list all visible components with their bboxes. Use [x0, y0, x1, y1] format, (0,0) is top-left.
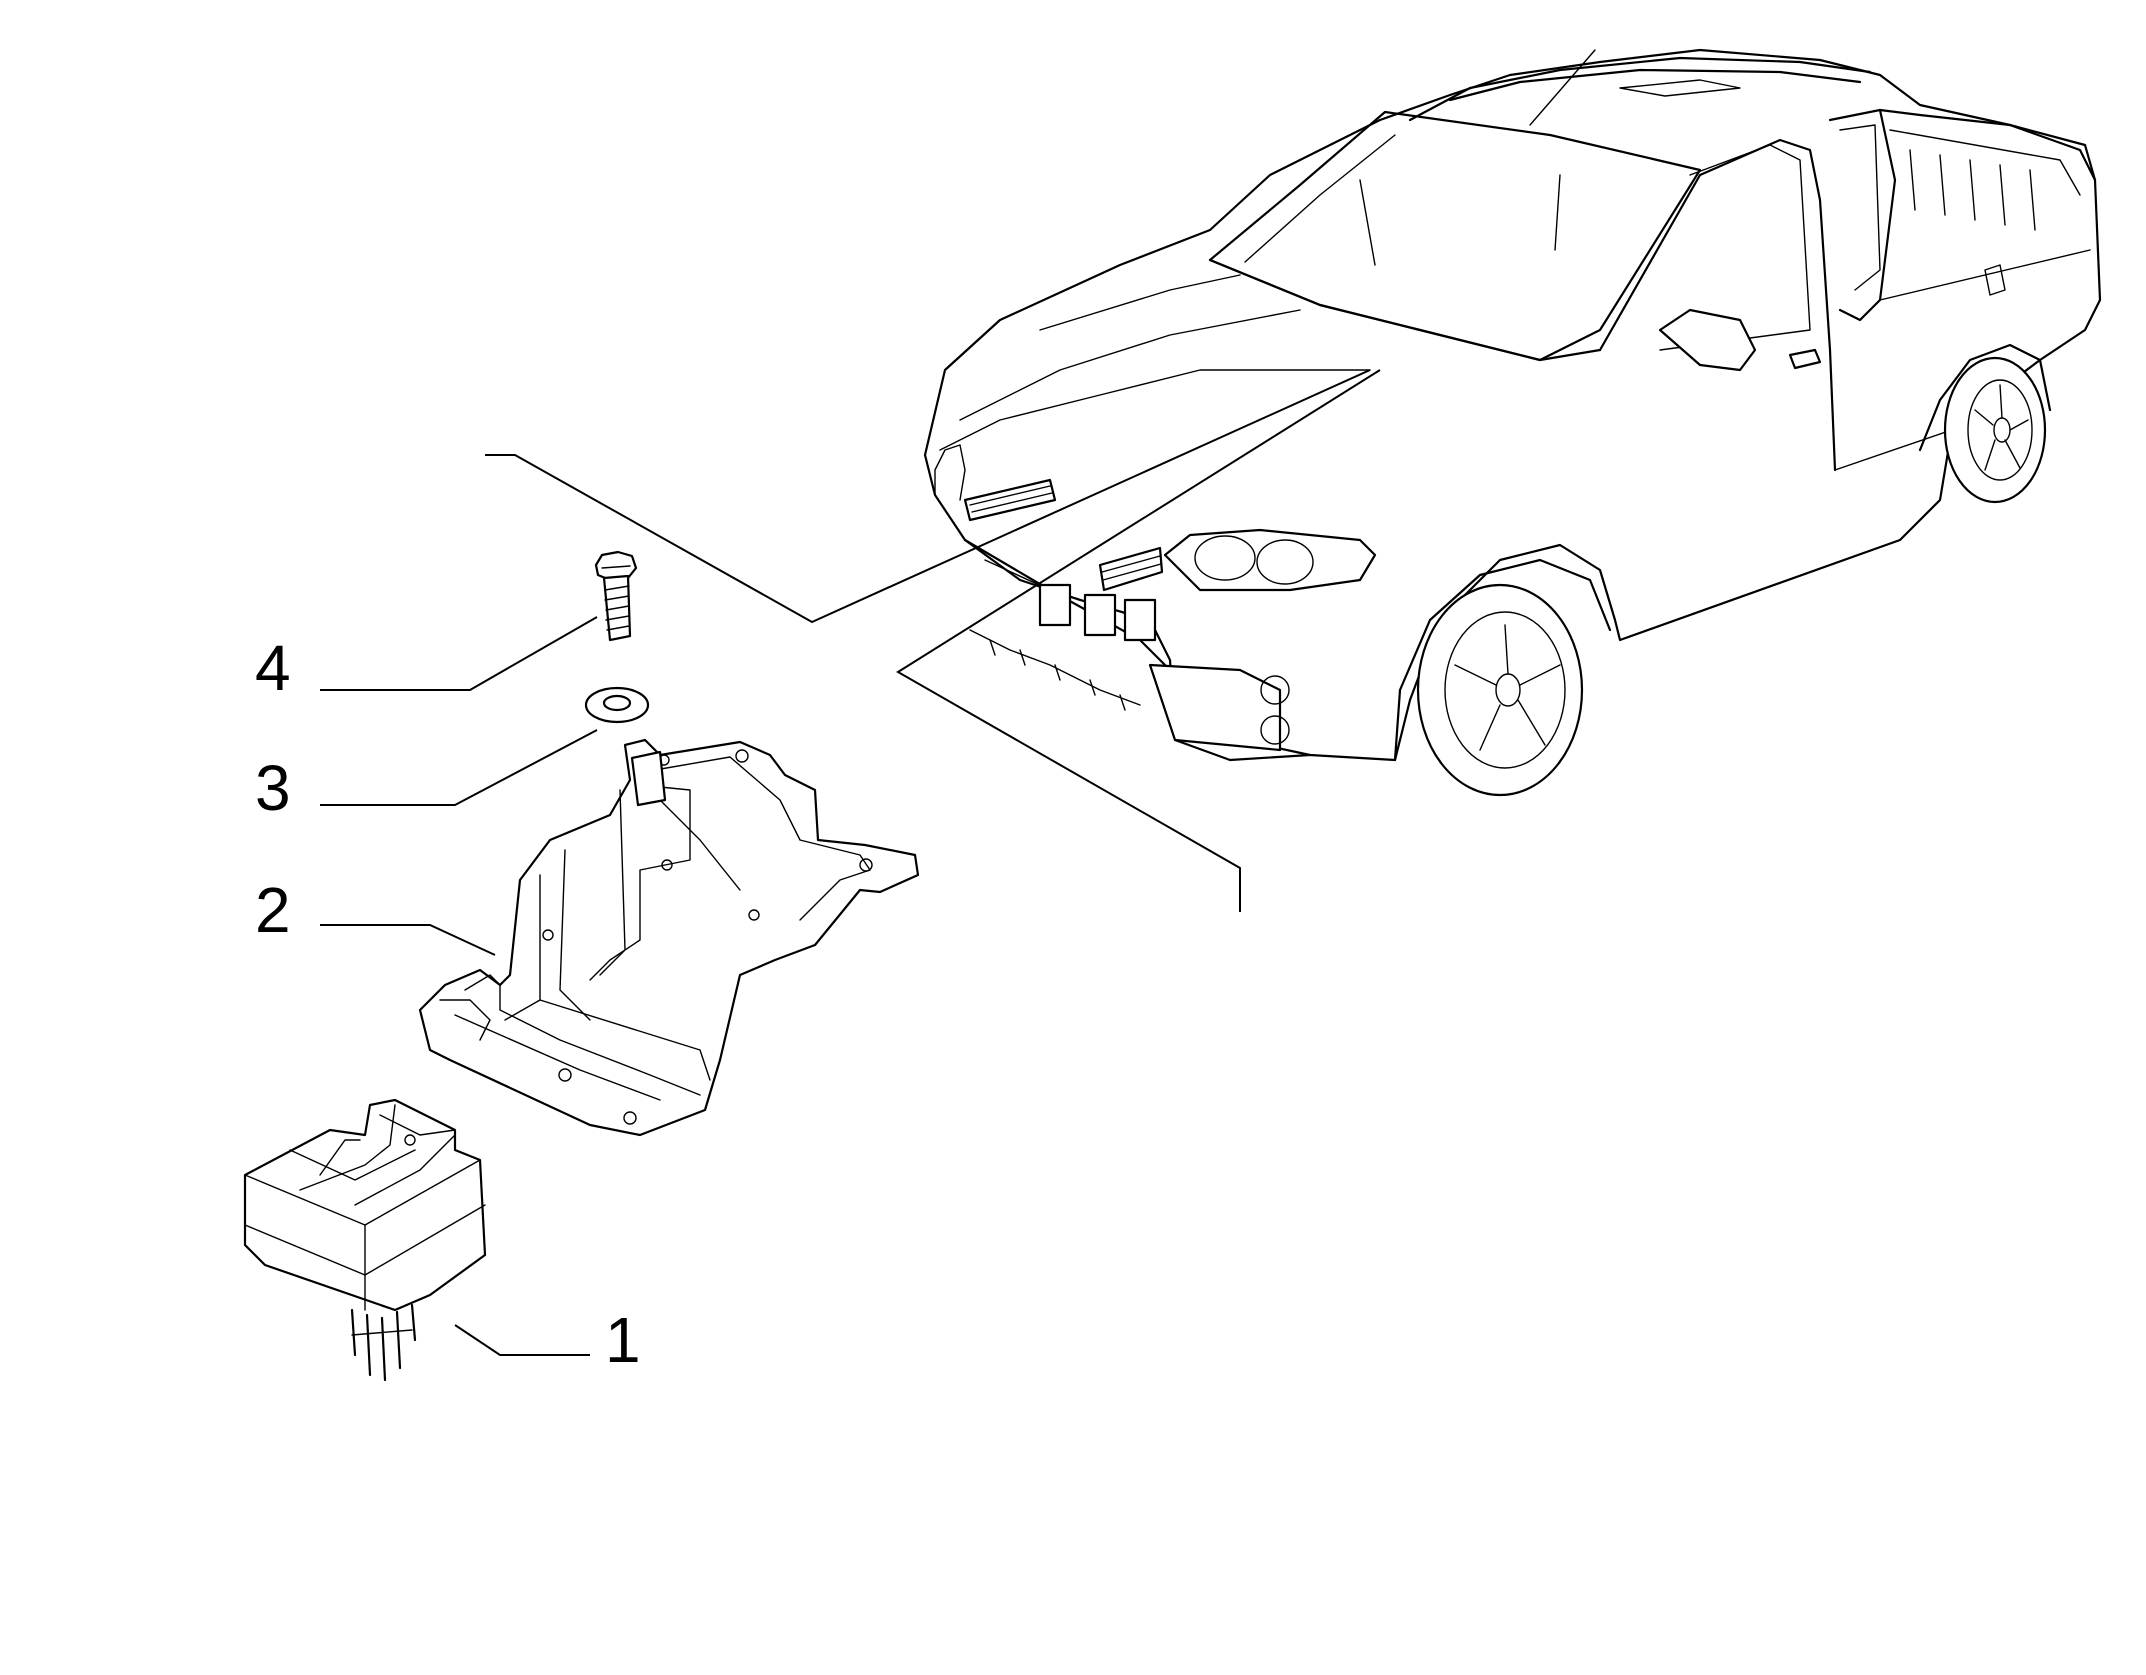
callout-labels: 4 3 2 1: [255, 632, 641, 1376]
rear-wheel: [1943, 356, 2047, 504]
pickup-truck-illustration: [923, 48, 2102, 797]
callout-3: 3: [255, 752, 291, 824]
grille: [963, 478, 1164, 642]
front-wheel: [1416, 583, 1584, 797]
bed-stakes: [1909, 149, 2036, 231]
vehicle-leader-lines: [485, 369, 1381, 912]
control-module-part: [243, 1098, 487, 1382]
bracket-part: [418, 738, 920, 1137]
washer-part: [584, 686, 650, 724]
bolt-part: [594, 550, 638, 642]
callout-leaders: [320, 616, 598, 1356]
callout-4: 4: [255, 632, 291, 704]
callout-2: 2: [255, 874, 291, 946]
callout-1: 1: [605, 1304, 641, 1376]
